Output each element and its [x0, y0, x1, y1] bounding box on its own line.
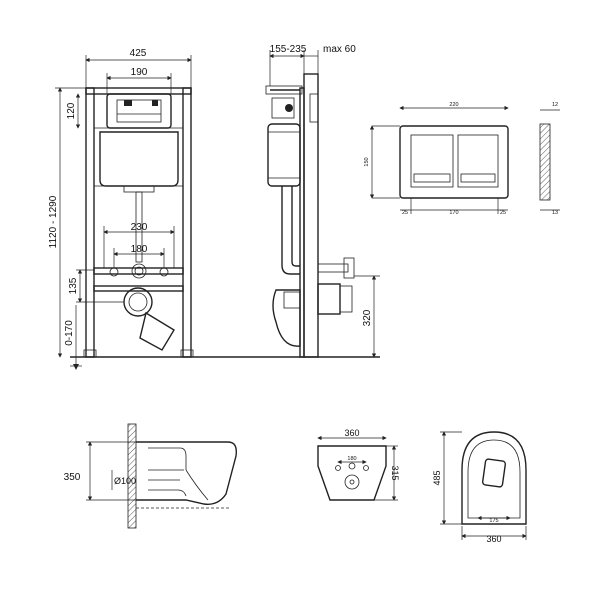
side-outlet	[317, 283, 341, 315]
dim-depth: 155-235	[270, 44, 307, 55]
bowl-outlet-icon	[344, 474, 360, 490]
dim-plate-margin-left: 25	[402, 210, 408, 216]
side-inlet	[317, 263, 349, 273]
bowl-inner-line	[185, 469, 209, 501]
frame-front-view: 425 190 120 230 180 1120 - 1290 135 0-17	[48, 48, 310, 370]
arrow-icon	[73, 364, 79, 370]
bowl-fixing-hole-icon	[335, 465, 341, 471]
dim-plate-thickness-bottom: 13	[552, 210, 558, 216]
flush-button-small-indicator	[413, 173, 451, 183]
bowl-top-outline	[461, 431, 527, 525]
bowl-rim-line	[148, 447, 187, 470]
frame-right-upright	[182, 87, 192, 358]
dim-flush-width: 190	[131, 67, 148, 78]
side-flush-plate	[309, 93, 319, 123]
bowl-back-view: 360 180 315	[317, 428, 400, 501]
side-drain	[272, 289, 301, 347]
bowl-top-view: 175 485 360	[432, 431, 527, 544]
frame-middle-bar	[93, 267, 184, 275]
bowl-fixing-hole-icon	[363, 465, 369, 471]
dim-outlet: Ø100	[114, 476, 136, 486]
bowl-top-pan	[481, 458, 507, 488]
side-drain-socket	[283, 291, 301, 309]
dim-bowl-height: 350	[64, 472, 81, 483]
bowl-outline	[136, 441, 238, 505]
flush-valve-icon	[152, 100, 158, 106]
side-flush-box	[271, 97, 295, 119]
bowl-wall	[127, 423, 137, 529]
dim-bowl-top-inner: 175	[489, 518, 498, 524]
dim-wall: max 60	[323, 44, 356, 55]
bowl-top-rim	[467, 439, 521, 519]
side-pipe	[291, 186, 300, 267]
flush-plate-profile	[539, 123, 551, 201]
water-inlet-icon	[134, 266, 144, 276]
side-inlet-nut	[343, 257, 355, 279]
bowl-back-outline	[317, 445, 387, 501]
flush-plate-view: 220 150 25 170 25 12 13	[364, 102, 560, 216]
flush-plate	[399, 125, 509, 199]
cistern	[99, 131, 179, 187]
water-inlet-icon	[131, 263, 147, 279]
down-pipe	[135, 191, 143, 263]
dim-bowl-fixing: 180	[347, 456, 356, 462]
dim-bowl-back-width: 360	[344, 428, 359, 438]
drain-pipe-icon	[123, 287, 153, 317]
drain-bend	[139, 311, 175, 351]
dim-bowl-back-height: 315	[390, 465, 400, 480]
side-cistern	[267, 123, 301, 187]
dim-fixing-spacing: 180	[131, 244, 148, 255]
side-outlet-cap	[339, 285, 353, 313]
flush-button-large	[457, 134, 499, 188]
dim-bowl-top-length: 485	[432, 470, 442, 485]
dim-frame-width: 425	[130, 48, 147, 59]
dim-pipe-spacing: 230	[131, 222, 148, 233]
dim-total-height: 1120 - 1290	[48, 195, 59, 248]
frame-lower-bar	[93, 285, 184, 292]
dim-flush-height: 120	[66, 102, 77, 119]
bowl-side-view: 350 Ø100	[64, 423, 238, 529]
flush-button-large-indicator	[460, 173, 496, 183]
flush-valve-icon	[124, 100, 132, 106]
dim-plate-width: 220	[449, 102, 458, 108]
side-upright	[299, 87, 305, 358]
side-pipe	[281, 186, 300, 275]
drain-pipe-inner-icon	[128, 292, 148, 312]
wall	[303, 73, 319, 358]
cistern-outlet	[123, 185, 155, 193]
side-flush-button-icon	[285, 104, 293, 112]
flush-opening	[116, 99, 162, 123]
dim-plate-thickness-top: 12	[552, 102, 558, 108]
frame-right-foot	[180, 349, 194, 358]
dim-drain-height: 135	[68, 277, 79, 294]
bowl-outlet-line	[148, 489, 187, 497]
dim-leg-adjust: 0-170	[64, 320, 75, 346]
dim-plate-height: 150	[364, 157, 370, 166]
fixing-bolt-icon	[109, 267, 119, 277]
dim-outlet-height: 320	[362, 309, 373, 326]
frame-side-view: 155-235 max 60 320	[265, 44, 380, 358]
frame-top-bar	[85, 87, 192, 95]
flush-button-small	[410, 134, 454, 188]
frame-left-upright	[85, 87, 95, 358]
frame-left-foot	[83, 349, 97, 358]
dim-plate-margin-right: 25	[500, 210, 506, 216]
bowl-inlet-icon	[348, 462, 356, 470]
dim-bowl-top-width: 360	[486, 534, 501, 544]
dim-plate-inner: 170	[449, 210, 458, 216]
fixing-bolt-icon	[159, 267, 169, 277]
side-top-bracket	[265, 85, 303, 95]
bowl-outlet-inner-icon	[349, 479, 355, 485]
